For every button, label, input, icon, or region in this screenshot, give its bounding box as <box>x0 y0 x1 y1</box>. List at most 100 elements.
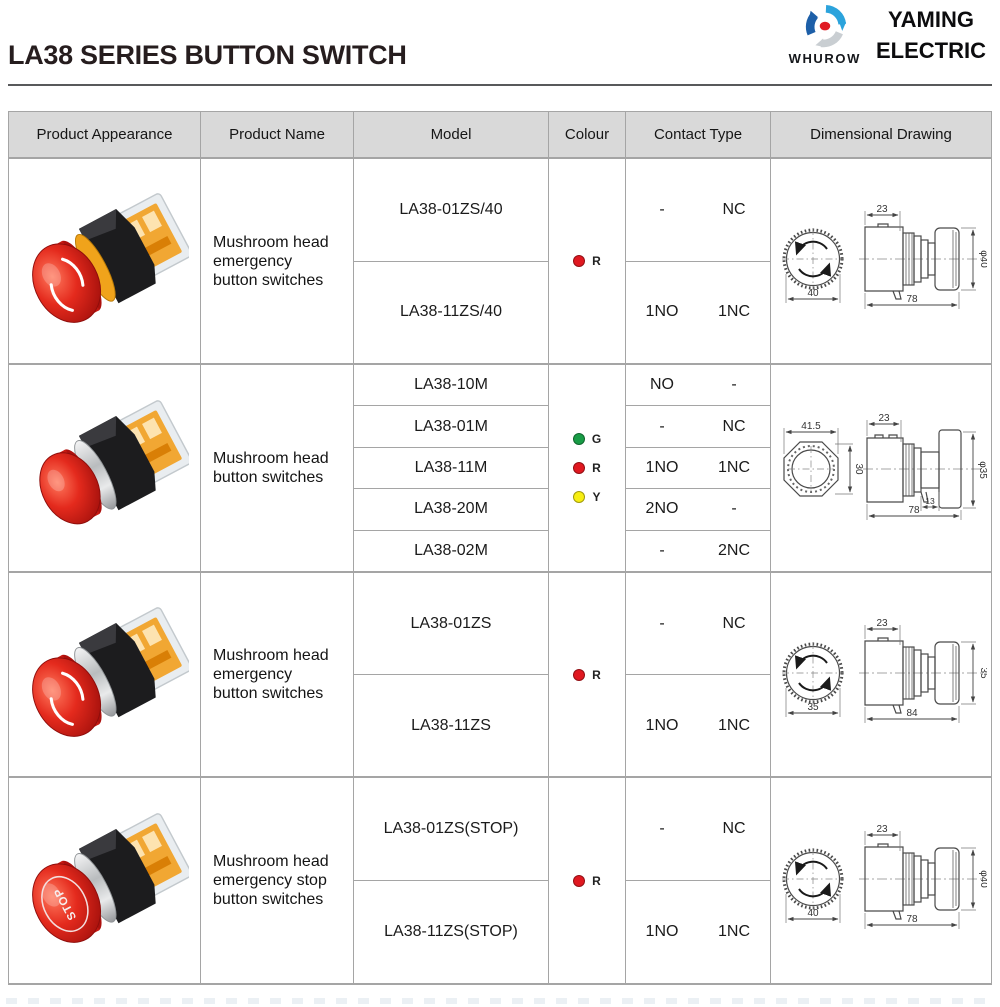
contact-no-value: 1NO <box>645 459 679 477</box>
contact-row: - NC <box>626 406 770 448</box>
colour-cell: G R Y <box>548 365 625 571</box>
colour-cell: R <box>548 573 625 776</box>
dim-diameter: φ35 <box>977 461 987 479</box>
colour-option: R <box>573 668 601 682</box>
product-name-cell: Mushroom head emergency stop button swit… <box>200 778 353 983</box>
colour-dot-red <box>573 462 586 474</box>
colour-label: R <box>592 461 601 475</box>
colour-dot-red <box>573 874 586 887</box>
colour-option: R <box>573 461 601 475</box>
contact-no-value: 2NO <box>645 500 679 518</box>
mushroom-cap: STOP <box>31 860 102 943</box>
contact-no-value: - <box>659 417 665 435</box>
contact-nc-value: NC <box>722 200 746 218</box>
product-name-cell: Mushroom head emergency button switches <box>200 573 353 776</box>
brand-block: WHUROW YAMING ELECTRIC <box>789 4 986 66</box>
dimensional-drawing: 35 23 84 35 <box>782 618 987 723</box>
dim-front-width: 35 <box>807 702 819 713</box>
contact-nc-value: - <box>731 500 737 518</box>
dim-total-length: 78 <box>908 505 920 516</box>
dim-top-width: 23 <box>876 824 888 835</box>
contact-row: 1NO 1NC <box>626 881 770 983</box>
contact-no-value: - <box>659 541 665 559</box>
table-header-row: Product Appearance Product Name Model Co… <box>9 112 991 157</box>
model-cell: LA38-10M LA38-01M LA38-11M LA38-20M LA38… <box>353 365 548 571</box>
colour-option: G <box>572 432 601 446</box>
header-contact-type: Contact Type <box>625 112 770 157</box>
model-value: LA38-11ZS/40 <box>400 303 502 321</box>
dimensional-drawing-cell: 40 23 78 φ40 <box>770 159 991 363</box>
brand-name: WHUROW <box>788 51 861 66</box>
header-divider <box>8 84 992 86</box>
contact-no-value: 1NO <box>645 716 679 734</box>
colour-dot-yellow <box>573 491 586 503</box>
model-value: LA38-11ZS <box>411 716 491 734</box>
product-name-line: Mushroom head <box>213 450 329 467</box>
company-line2: ELECTRIC <box>876 38 986 63</box>
product-name-line: emergency <box>213 252 293 270</box>
contact-type-cell: - NC 1NO 1NC <box>625 778 770 983</box>
dim-total-length: 84 <box>906 708 918 719</box>
dim-top-width: 23 <box>878 413 890 424</box>
product-name-line: Mushroom head <box>213 853 329 870</box>
contact-row: - NC <box>626 778 770 881</box>
header-colour: Colour <box>548 112 625 157</box>
product-photo-emergency-switch <box>31 606 189 737</box>
table-row: STOP Mushroom head emergency stop button… <box>9 776 991 983</box>
contact-no-value: NO <box>650 376 674 394</box>
product-name-line: Mushroom head <box>213 233 329 251</box>
table-row: Mushroom head button switches LA38-10M L… <box>9 363 991 571</box>
contact-nc-value: 1NC <box>717 923 750 940</box>
contact-nc-value: NC <box>722 417 746 435</box>
header-model: Model <box>353 112 548 157</box>
contact-nc-value: NC <box>722 614 746 632</box>
colour-option: R <box>573 874 601 888</box>
contact-type-cell: - NC 1NO 1NC <box>625 159 770 363</box>
model-value: LA38-20M <box>354 489 548 531</box>
dimensional-drawing: 40 23 78 φ40 <box>782 204 987 309</box>
product-name-line: button switches <box>213 469 324 486</box>
contact-no-value: - <box>659 614 665 632</box>
dimensional-drawing-cell: 35 23 84 35 <box>770 573 991 776</box>
product-name-line: button switches <box>213 685 324 702</box>
dimensional-drawing-cell: 40 23 78 φ40 <box>770 778 991 983</box>
product-photo-emergency-switch <box>31 193 189 323</box>
dim-diameter: φ40 <box>978 870 987 888</box>
contact-nc-value: 1NC <box>717 303 750 321</box>
contact-nc-value: 1NC <box>717 716 750 734</box>
contact-row: - NC <box>626 573 770 675</box>
colour-dot-red <box>573 668 586 681</box>
product-photo-cell <box>9 159 200 363</box>
product-name-line: Mushroom head <box>213 647 329 664</box>
contact-no-value: - <box>659 200 665 218</box>
table-row: Mushroom head emergency button switches … <box>9 571 991 776</box>
colour-dot-red <box>573 255 586 267</box>
contact-no-value: 1NO <box>645 923 679 940</box>
contact-type-cell: NO - - NC 1NO 1NC 2NO - - 2NC <box>625 365 770 571</box>
colour-option: Y <box>573 490 601 504</box>
table-row: Mushroom head emergency button switches … <box>9 157 991 363</box>
product-photo-cell <box>9 573 200 776</box>
product-name-cell: Mushroom head button switches <box>200 365 353 571</box>
product-name-line: emergency stop <box>213 872 327 889</box>
dim-front-width: 40 <box>807 908 819 919</box>
model-cell: LA38-01ZS(STOP) LA38-11ZS(STOP) <box>353 778 548 983</box>
colour-cell: R <box>548 778 625 983</box>
model-value: LA38-01ZS(STOP) <box>354 778 548 881</box>
contact-no-value: - <box>659 820 665 837</box>
contact-row: - 2NC <box>626 531 770 571</box>
header-product-appearance: Product Appearance <box>36 126 173 143</box>
product-photo-emergency-stop-switch: STOP <box>31 812 189 943</box>
model-value: LA38-01M <box>354 406 548 448</box>
contact-nc-value: NC <box>722 820 746 837</box>
model-cell: LA38-01ZS/40 LA38-11ZS/40 <box>353 159 548 363</box>
model-value: LA38-01ZS <box>354 573 548 675</box>
mushroom-cap <box>31 240 102 323</box>
dim-diameter: φ40 <box>978 250 987 268</box>
whurow-logo-icon <box>805 4 846 48</box>
model-value: LA38-02M <box>414 541 488 559</box>
dim-top-width: 23 <box>876 618 888 629</box>
dimensional-drawing: 40 23 78 φ40 <box>782 824 987 929</box>
colour-label: R <box>592 873 601 888</box>
model-value: LA38-11ZS(STOP) <box>384 923 518 940</box>
